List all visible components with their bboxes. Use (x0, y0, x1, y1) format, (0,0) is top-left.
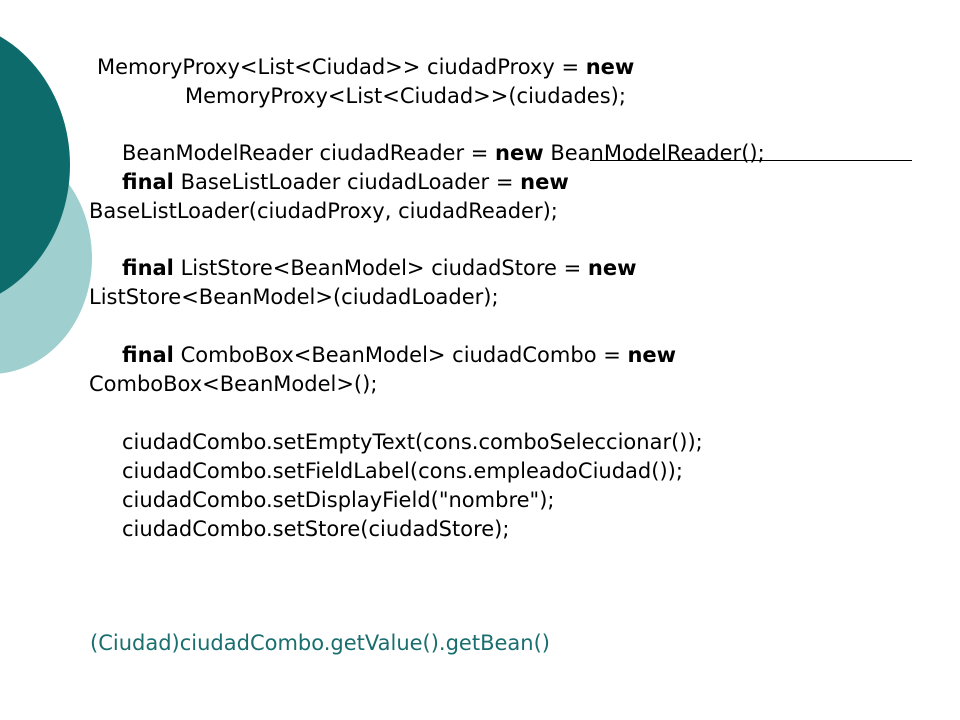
keyword-final: final (122, 343, 174, 367)
code-text: ListStore<BeanModel> ciudadStore = (173, 256, 588, 280)
code-line-5: BaseListLoader(ciudadProxy, ciudadReader… (89, 197, 558, 225)
code-text: ComboBox<BeanModel> ciudadCombo = (173, 343, 628, 367)
code-text: BaseListLoader ciudadLoader = (173, 170, 521, 194)
code-line-8: final ComboBox<BeanModel> ciudadCombo = … (122, 341, 676, 369)
code-line-11: ciudadCombo.setFieldLabel(cons.empleadoC… (122, 457, 683, 485)
code-line-7: ListStore<BeanModel>(ciudadLoader); (89, 283, 499, 311)
code-line-1: MemoryProxy<List<Ciudad>> ciudadProxy = … (97, 53, 634, 81)
keyword-new: new (520, 170, 569, 194)
code-text: ListStore<BeanModel>(ciudadLoader); (89, 285, 499, 309)
code-text: ciudadCombo.setEmptyText(cons.comboSelec… (122, 430, 703, 454)
code-text: MemoryProxy<List<Ciudad>> ciudadProxy = (97, 55, 586, 79)
code-text: BeanModelReader(); (543, 141, 765, 165)
highlighted-expression: (Ciudad)ciudadCombo.getValue().getBean() (90, 631, 550, 655)
code-line-4: final BaseListLoader ciudadLoader = new (122, 168, 569, 196)
code-line-10: ciudadCombo.setEmptyText(cons.comboSelec… (122, 428, 703, 456)
horizontal-rule (590, 160, 912, 161)
code-text: BeanModelReader ciudadReader = (122, 141, 496, 165)
keyword-final: final (122, 170, 174, 194)
code-text: BaseListLoader(ciudadProxy, ciudadReader… (89, 199, 558, 223)
code-line-13: ciudadCombo.setStore(ciudadStore); (122, 515, 509, 543)
code-line-3: BeanModelReader ciudadReader = new BeanM… (122, 139, 765, 167)
code-text: ComboBox<BeanModel>(); (89, 372, 378, 396)
code-line-9: ComboBox<BeanModel>(); (89, 370, 377, 398)
code-line-2: MemoryProxy<List<Ciudad>>(ciudades); (185, 82, 626, 110)
keyword-new: new (627, 343, 677, 367)
code-line-6: final ListStore<BeanModel> ciudadStore =… (122, 254, 636, 282)
keyword-new: new (587, 256, 637, 280)
keyword-new: new (495, 141, 544, 165)
code-text: MemoryProxy<List<Ciudad>>(ciudades); (185, 84, 626, 108)
code-line-12: ciudadCombo.setDisplayField("nombre"); (122, 486, 554, 514)
code-text: ciudadCombo.setFieldLabel(cons.empleadoC… (122, 459, 683, 483)
keyword-final: final (122, 256, 174, 280)
code-text: ciudadCombo.setDisplayField("nombre"); (122, 488, 555, 512)
keyword-new: new (585, 55, 635, 79)
code-block: MemoryProxy<List<Ciudad>> ciudadProxy = … (89, 53, 765, 541)
code-text: ciudadCombo.setStore(ciudadStore); (122, 517, 510, 541)
